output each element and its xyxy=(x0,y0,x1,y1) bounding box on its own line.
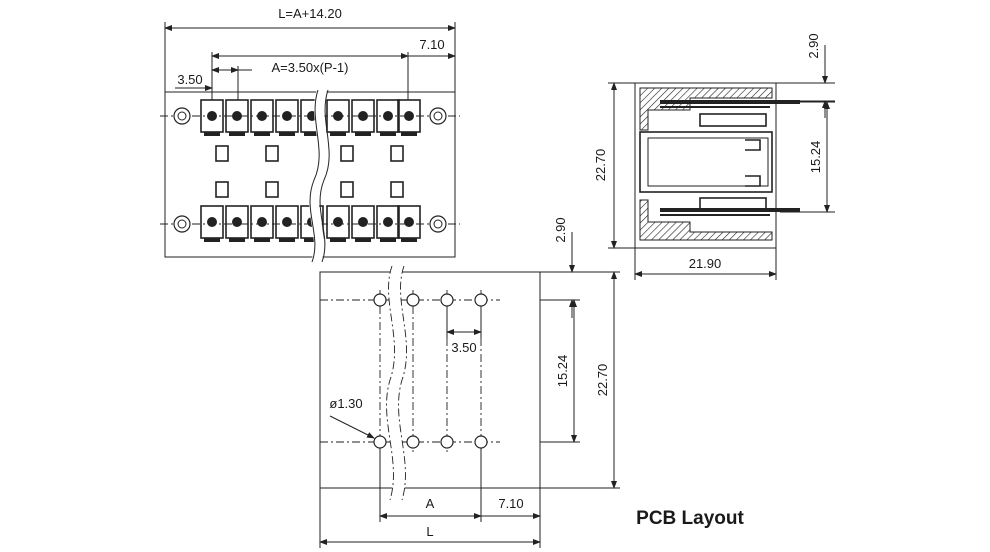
pcb-hole xyxy=(373,435,387,449)
pcb-dim-end-label: 7.10 xyxy=(498,496,523,511)
pcb-dim-pin-label: 15.24 xyxy=(555,355,570,388)
side-dim-depth-label: 21.90 xyxy=(689,256,722,271)
pcb-dim-height-label: 22.70 xyxy=(595,364,610,397)
break-line xyxy=(309,89,320,263)
pcb-hole xyxy=(406,293,420,307)
pcb-layout-view: 2.90 3.50 15.24 22.70 ø1.30 xyxy=(319,217,745,548)
pcb-footprint-outline xyxy=(319,271,541,489)
contact-pin xyxy=(660,100,800,104)
pcb-dim-pitch-label: 3.50 xyxy=(451,340,476,355)
pcb-layout-title: PCB Layout xyxy=(636,508,744,529)
side-view: 2.90 22.70 15.24 21.90 xyxy=(593,33,835,280)
side-dim-pin-label: 15.24 xyxy=(808,141,823,174)
front-housing-outline xyxy=(164,91,456,258)
side-dim-top-label: 2.90 xyxy=(806,33,821,58)
dim-span-label: A=3.50x(P-1) xyxy=(272,60,349,75)
pcb-dim-hole-label: ø1.30 xyxy=(329,396,362,411)
break-line xyxy=(319,89,330,263)
pcb-hole xyxy=(474,293,488,307)
terminal-row-top xyxy=(200,99,421,136)
terminal-row-bottom xyxy=(200,205,421,242)
pcb-hole xyxy=(440,293,454,307)
mounting-hole xyxy=(173,107,191,125)
pcb-hole xyxy=(406,435,420,449)
dim-end-label: 7.10 xyxy=(419,37,444,52)
pcb-hole xyxy=(474,435,488,449)
pcb-dim-top-label: 2.90 xyxy=(553,217,568,242)
pcb-hole xyxy=(373,293,387,307)
latch-windows xyxy=(215,145,404,198)
mounting-hole xyxy=(173,215,191,233)
mounting-hole xyxy=(429,215,447,233)
side-housing-outline xyxy=(634,82,777,249)
break-line xyxy=(398,265,407,501)
side-dim-height-label: 22.70 xyxy=(593,149,608,182)
pcb-hole xyxy=(440,435,454,449)
front-view: L=A+14.20 A=3.50x(P-1) 7.10 3.50 xyxy=(160,6,460,264)
contact-pin xyxy=(660,208,800,212)
pcb-dim-a-label: A xyxy=(426,496,435,511)
break-line xyxy=(386,265,395,501)
mounting-hole xyxy=(429,107,447,125)
dim-pitch-label: 3.50 xyxy=(177,72,202,87)
pcb-dim-l-label: L xyxy=(426,524,433,539)
dim-total-label: L=A+14.20 xyxy=(278,6,342,21)
